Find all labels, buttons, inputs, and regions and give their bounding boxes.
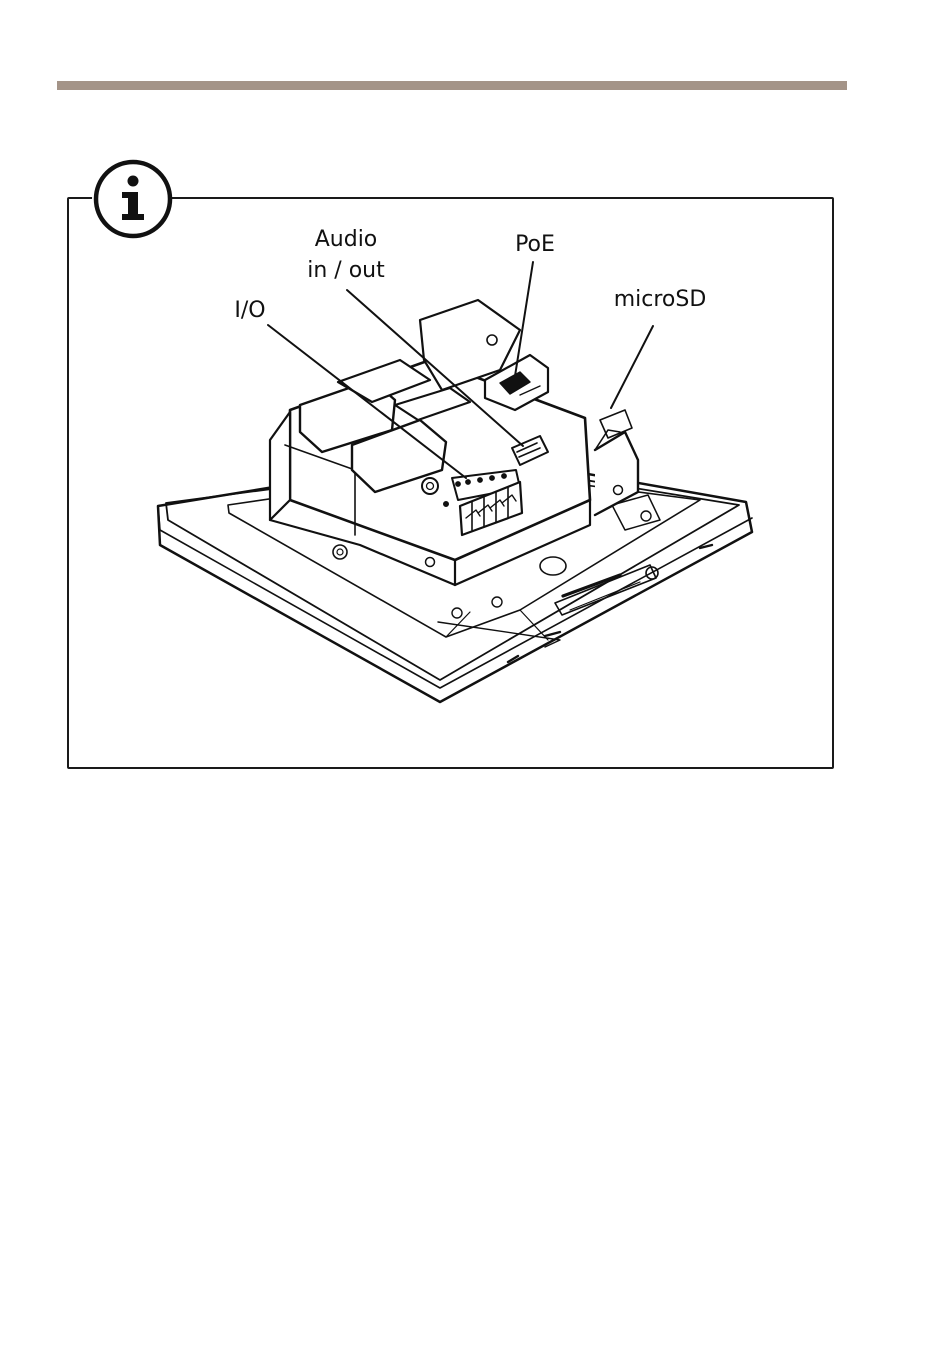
- info-icon: [96, 162, 170, 236]
- io-label: I/O: [222, 295, 278, 326]
- poe-label: PoE: [500, 229, 570, 260]
- audio-label-line2: in / out: [296, 255, 396, 286]
- audio-label-line1: Audio: [296, 224, 396, 255]
- audio-label: Audio in / out: [296, 224, 396, 286]
- microsd-leader: [611, 326, 653, 408]
- microsd-label: microSD: [605, 284, 715, 315]
- device-illustration: [158, 262, 752, 702]
